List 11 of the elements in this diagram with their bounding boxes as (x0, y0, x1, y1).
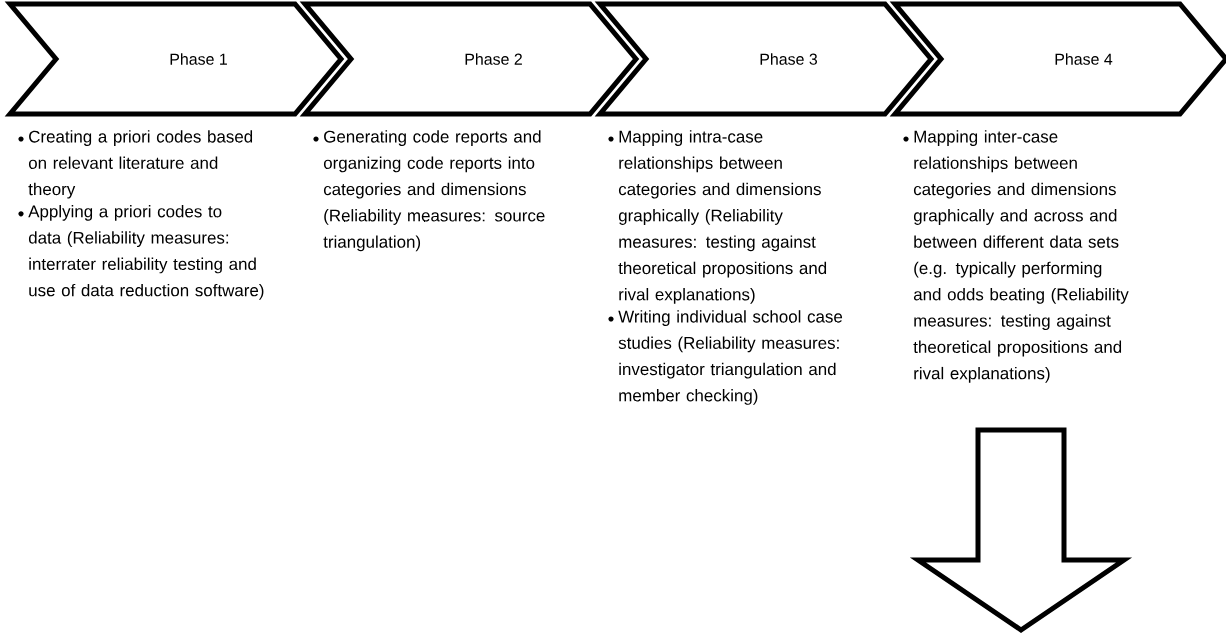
bullet-item: Generating code reports and organizing code reports into categories and dimensions (Reliability measures: source triangulation) (313, 130, 545, 252)
bullet-item: Writing individual school case studies (Reliability measures: investigator triangulation and member checking) (608, 310, 843, 405)
phase-step: Phase 2 (299, 1, 640, 117)
phase-step: Phase 4 (889, 1, 1226, 117)
down-arrow (909, 427, 1133, 633)
bullet-item: Creating a priori codes based on relevant literature and theory (18, 130, 253, 199)
bullet-item: Mapping intra-case relationships between categories and dimensions graphically (Reliability measures: testing against theoretical propositions and rival explanations) (608, 130, 827, 304)
phase-step: Phase 1 (4, 1, 345, 117)
bullet-item: Mapping inter-case relationships between categories and dimensions graphically and across and between different data sets (e.g. typically performing and odds beating (Reliability measures: testing against theoretical propositions and rival explanations) (903, 130, 1129, 383)
phase-step: Phase 3 (594, 1, 935, 117)
bullet-item: Applying a priori codes to data (Reliability measures: interrater reliability testing and use of data reduction software) (18, 205, 264, 300)
